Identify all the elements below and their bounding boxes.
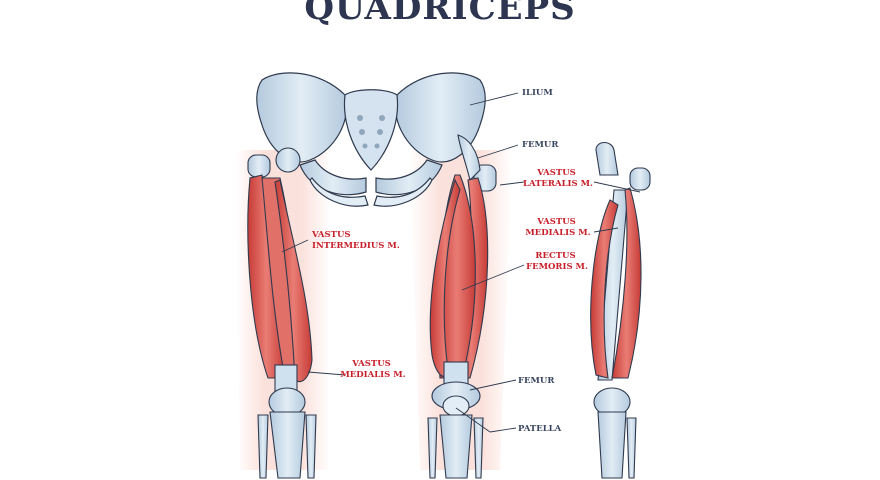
- middle-tibia: [439, 414, 473, 479]
- right-vastus-medialis: [590, 199, 619, 379]
- label-femur-bottom: FEMUR: [518, 376, 555, 386]
- middle-vastus-medialis: [429, 178, 461, 378]
- diagram-title: QUADRICEPS: [304, 0, 576, 28]
- left-obturator: [309, 177, 369, 207]
- label-femur-top: FEMUR: [522, 140, 559, 150]
- label-vastus-intermedius-line1: VASTUS: [311, 230, 351, 240]
- label-vastus-medialis-left-line1: VASTUS: [351, 359, 391, 369]
- label-vastus-medialis-left: VASTUS MEDIALIS M.: [340, 359, 405, 380]
- label-vastus-medialis-right-line2: MEDIALIS M.: [525, 228, 590, 238]
- left-ilium: [256, 72, 348, 163]
- right-tibia: [597, 411, 627, 479]
- label-vastus-intermedius: VASTUS INTERMEDIUS M.: [311, 230, 400, 251]
- left-fibula: [257, 414, 269, 479]
- right-fibula: [626, 417, 637, 479]
- middle-patella: [442, 395, 470, 417]
- middle-leg: [427, 134, 497, 479]
- middle-fibula: [473, 417, 484, 479]
- sacrum: [343, 89, 399, 171]
- label-vastus-medialis-right: VASTUS MEDIALIS M.: [525, 217, 590, 238]
- left-fibula-2: [305, 414, 317, 479]
- right-greater-trochanter: [629, 167, 651, 191]
- middle-femur-neck: [457, 134, 481, 182]
- pelvis: [256, 72, 486, 207]
- right-femur-head: [595, 141, 619, 176]
- label-vastus-lateralis-line1: VASTUS: [536, 168, 576, 178]
- right-leg: [590, 141, 651, 479]
- label-rectus-femoris-line2: FEMORIS M.: [526, 262, 588, 272]
- leader-lines: [281, 92, 641, 433]
- label-ilium: ILIUM: [522, 88, 553, 98]
- right-obturator: [373, 177, 433, 207]
- left-femur-head: [275, 147, 301, 173]
- left-leg: [247, 147, 317, 479]
- label-vastus-lateralis-line2: LATERALIS M.: [523, 179, 593, 189]
- label-rectus-femoris: RECTUS FEMORIS M.: [526, 251, 588, 272]
- label-rectus-femoris-line1: RECTUS: [535, 251, 575, 261]
- left-vastus-medialis: [274, 179, 313, 383]
- label-vastus-medialis-left-line2: MEDIALIS M.: [340, 370, 405, 380]
- left-tibia: [269, 411, 306, 479]
- label-vastus-medialis-right-line1: VASTUS: [536, 217, 576, 227]
- label-patella: PATELLA: [518, 424, 562, 434]
- label-vastus-intermedius-line2: INTERMEDIUS M.: [312, 241, 400, 251]
- middle-fibula-2: [427, 417, 438, 479]
- label-vastus-lateralis: VASTUS LATERALIS M.: [523, 168, 593, 189]
- left-greater-trochanter: [247, 154, 271, 178]
- right-vastus-lateralis: [611, 187, 642, 379]
